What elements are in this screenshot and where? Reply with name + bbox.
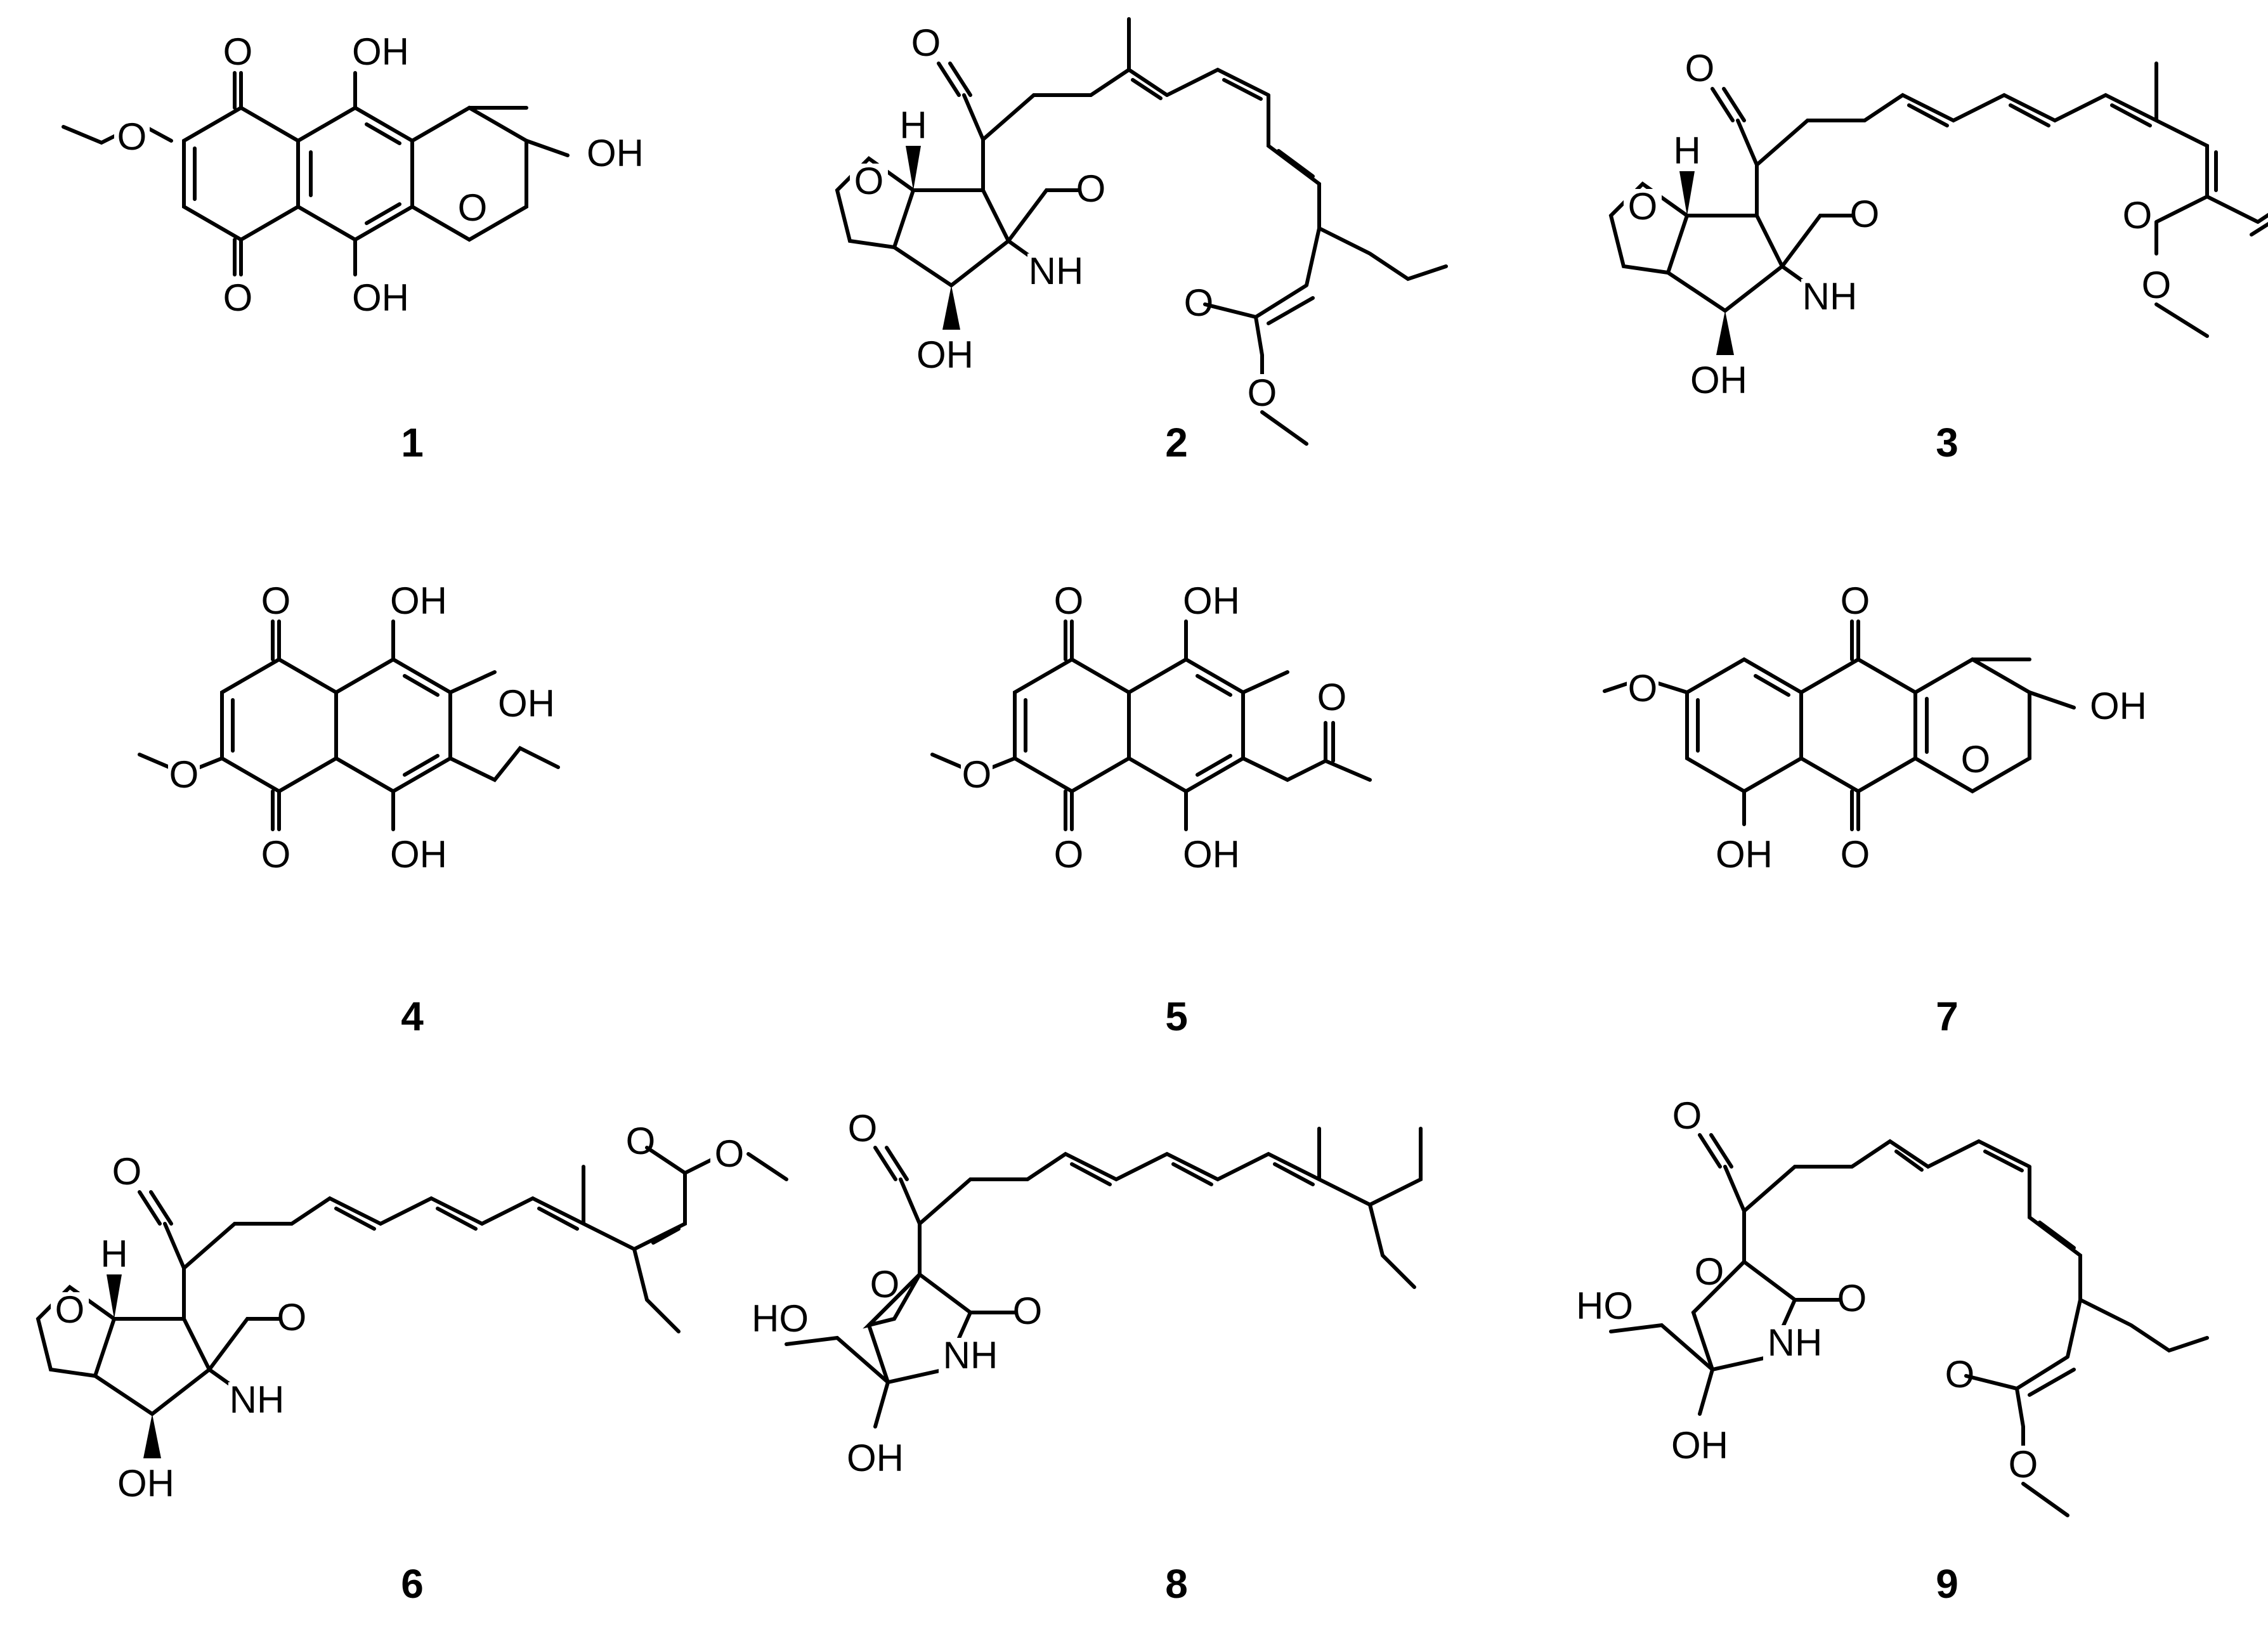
compound-4-structure: O O O OH OH OH — [138, 580, 560, 876]
svg-text:O: O — [261, 833, 291, 876]
svg-text:O: O — [1054, 833, 1084, 876]
svg-text:O: O — [1841, 833, 1870, 876]
svg-text:O: O — [1248, 372, 1277, 414]
compound-number-4: 4 — [401, 994, 424, 1039]
svg-text:OH: OH — [498, 682, 555, 725]
svg-text:OH: OH — [390, 580, 447, 622]
compound-9-structure: O O NH OH HO O O O — [1576, 1094, 2209, 1517]
compound-number-9: 9 — [1936, 1561, 1958, 1607]
svg-text:O: O — [2123, 194, 2153, 237]
svg-text:O: O — [1695, 1250, 1724, 1293]
svg-text:NH: NH — [943, 1334, 998, 1377]
svg-text:OH: OH — [390, 833, 447, 876]
svg-text:NH: NH — [1768, 1321, 1823, 1364]
compound-number-6: 6 — [401, 1561, 424, 1607]
svg-text:OH: OH — [847, 1437, 904, 1479]
svg-text:O: O — [1628, 667, 1658, 710]
svg-text:O: O — [1961, 738, 1991, 781]
svg-text:O: O — [870, 1263, 900, 1306]
compound-number-1: 1 — [401, 420, 424, 465]
svg-text:O: O — [1054, 580, 1084, 622]
svg-text:O: O — [715, 1132, 745, 1175]
svg-text:O: O — [1317, 676, 1347, 718]
compound-number-2: 2 — [1165, 420, 1188, 465]
compound-6-structure: O O — [38, 1120, 788, 1505]
compound-7-structure: O O O OH OH O — [1603, 580, 2147, 876]
compound-1-structure — [63, 30, 644, 319]
svg-text:OH: OH — [2090, 685, 2147, 727]
svg-text:O: O — [169, 753, 199, 796]
svg-text:OH: OH — [1716, 833, 1773, 876]
svg-text:O: O — [1672, 1094, 1702, 1137]
svg-text:O: O — [261, 580, 291, 622]
svg-text:O: O — [2142, 264, 2172, 306]
svg-text:O: O — [962, 753, 992, 796]
compound-number-5: 5 — [1165, 994, 1188, 1039]
svg-text:O: O — [626, 1120, 656, 1162]
compound-5-structure: O O O OH OH O — [930, 580, 1372, 876]
svg-text:O: O — [1837, 1277, 1867, 1319]
svg-text:O: O — [1945, 1353, 1975, 1396]
compound-2-structure: O O — [837, 17, 1448, 446]
compound-number-7: 7 — [1936, 994, 1958, 1039]
svg-text:HO: HO — [752, 1297, 809, 1340]
svg-text:O: O — [2009, 1443, 2038, 1486]
svg-text:OH: OH — [1183, 580, 1240, 622]
svg-text:O: O — [1841, 580, 1870, 622]
compound-number-8: 8 — [1165, 1561, 1188, 1607]
svg-text:O: O — [1013, 1290, 1043, 1332]
svg-text:HO: HO — [1576, 1285, 1633, 1327]
compound-number-3: 3 — [1936, 420, 1958, 465]
compound-3-structure: O O — [1611, 47, 2268, 401]
svg-text:O: O — [1184, 282, 1214, 324]
svg-text:OH: OH — [1183, 833, 1240, 876]
svg-text:OH: OH — [1671, 1424, 1728, 1467]
compound-8-structure: O O NH OH HO O — [752, 1107, 1423, 1479]
svg-text:O: O — [848, 1107, 878, 1150]
